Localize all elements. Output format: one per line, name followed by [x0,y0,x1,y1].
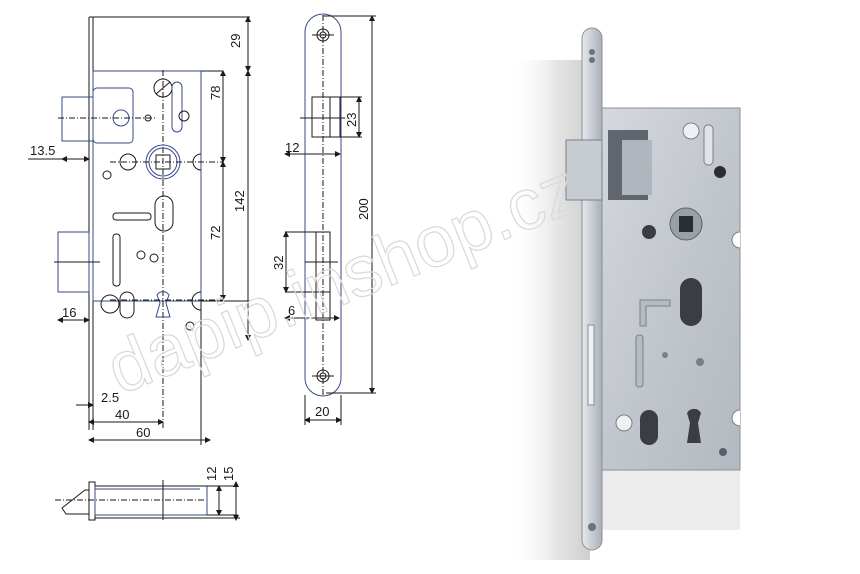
dim-faceplate-length: 200 [356,198,371,220]
dim-handle-to-key: 72 [208,226,223,240]
dim-faceplate-thickness: 2.5 [101,390,119,405]
side-view-drawing [283,13,376,425]
dim-backset: 40 [115,407,129,422]
dim-body-height: 142 [232,190,247,212]
dim-latch-projection: 13.5 [30,143,55,158]
dim-latch-width: 12 [285,140,299,155]
dim-bolt-height: 32 [271,256,286,270]
dim-top-offset: 29 [228,34,243,48]
dim-handle-to-top: 78 [208,86,223,100]
dim-faceplate-width: 20 [315,404,329,419]
dim-body-thickness: 12 [204,467,219,481]
dim-bolt-width: 6 [288,303,295,318]
front-view-drawing [28,16,251,445]
mortise-lock-photo [510,27,741,560]
dim-body-depth: 60 [136,425,150,440]
dim-latch-height: 23 [344,113,359,127]
dim-overall-thickness: 15 [221,467,236,481]
dim-bolt-projection: 16 [62,305,76,320]
top-view-drawing [55,480,240,521]
